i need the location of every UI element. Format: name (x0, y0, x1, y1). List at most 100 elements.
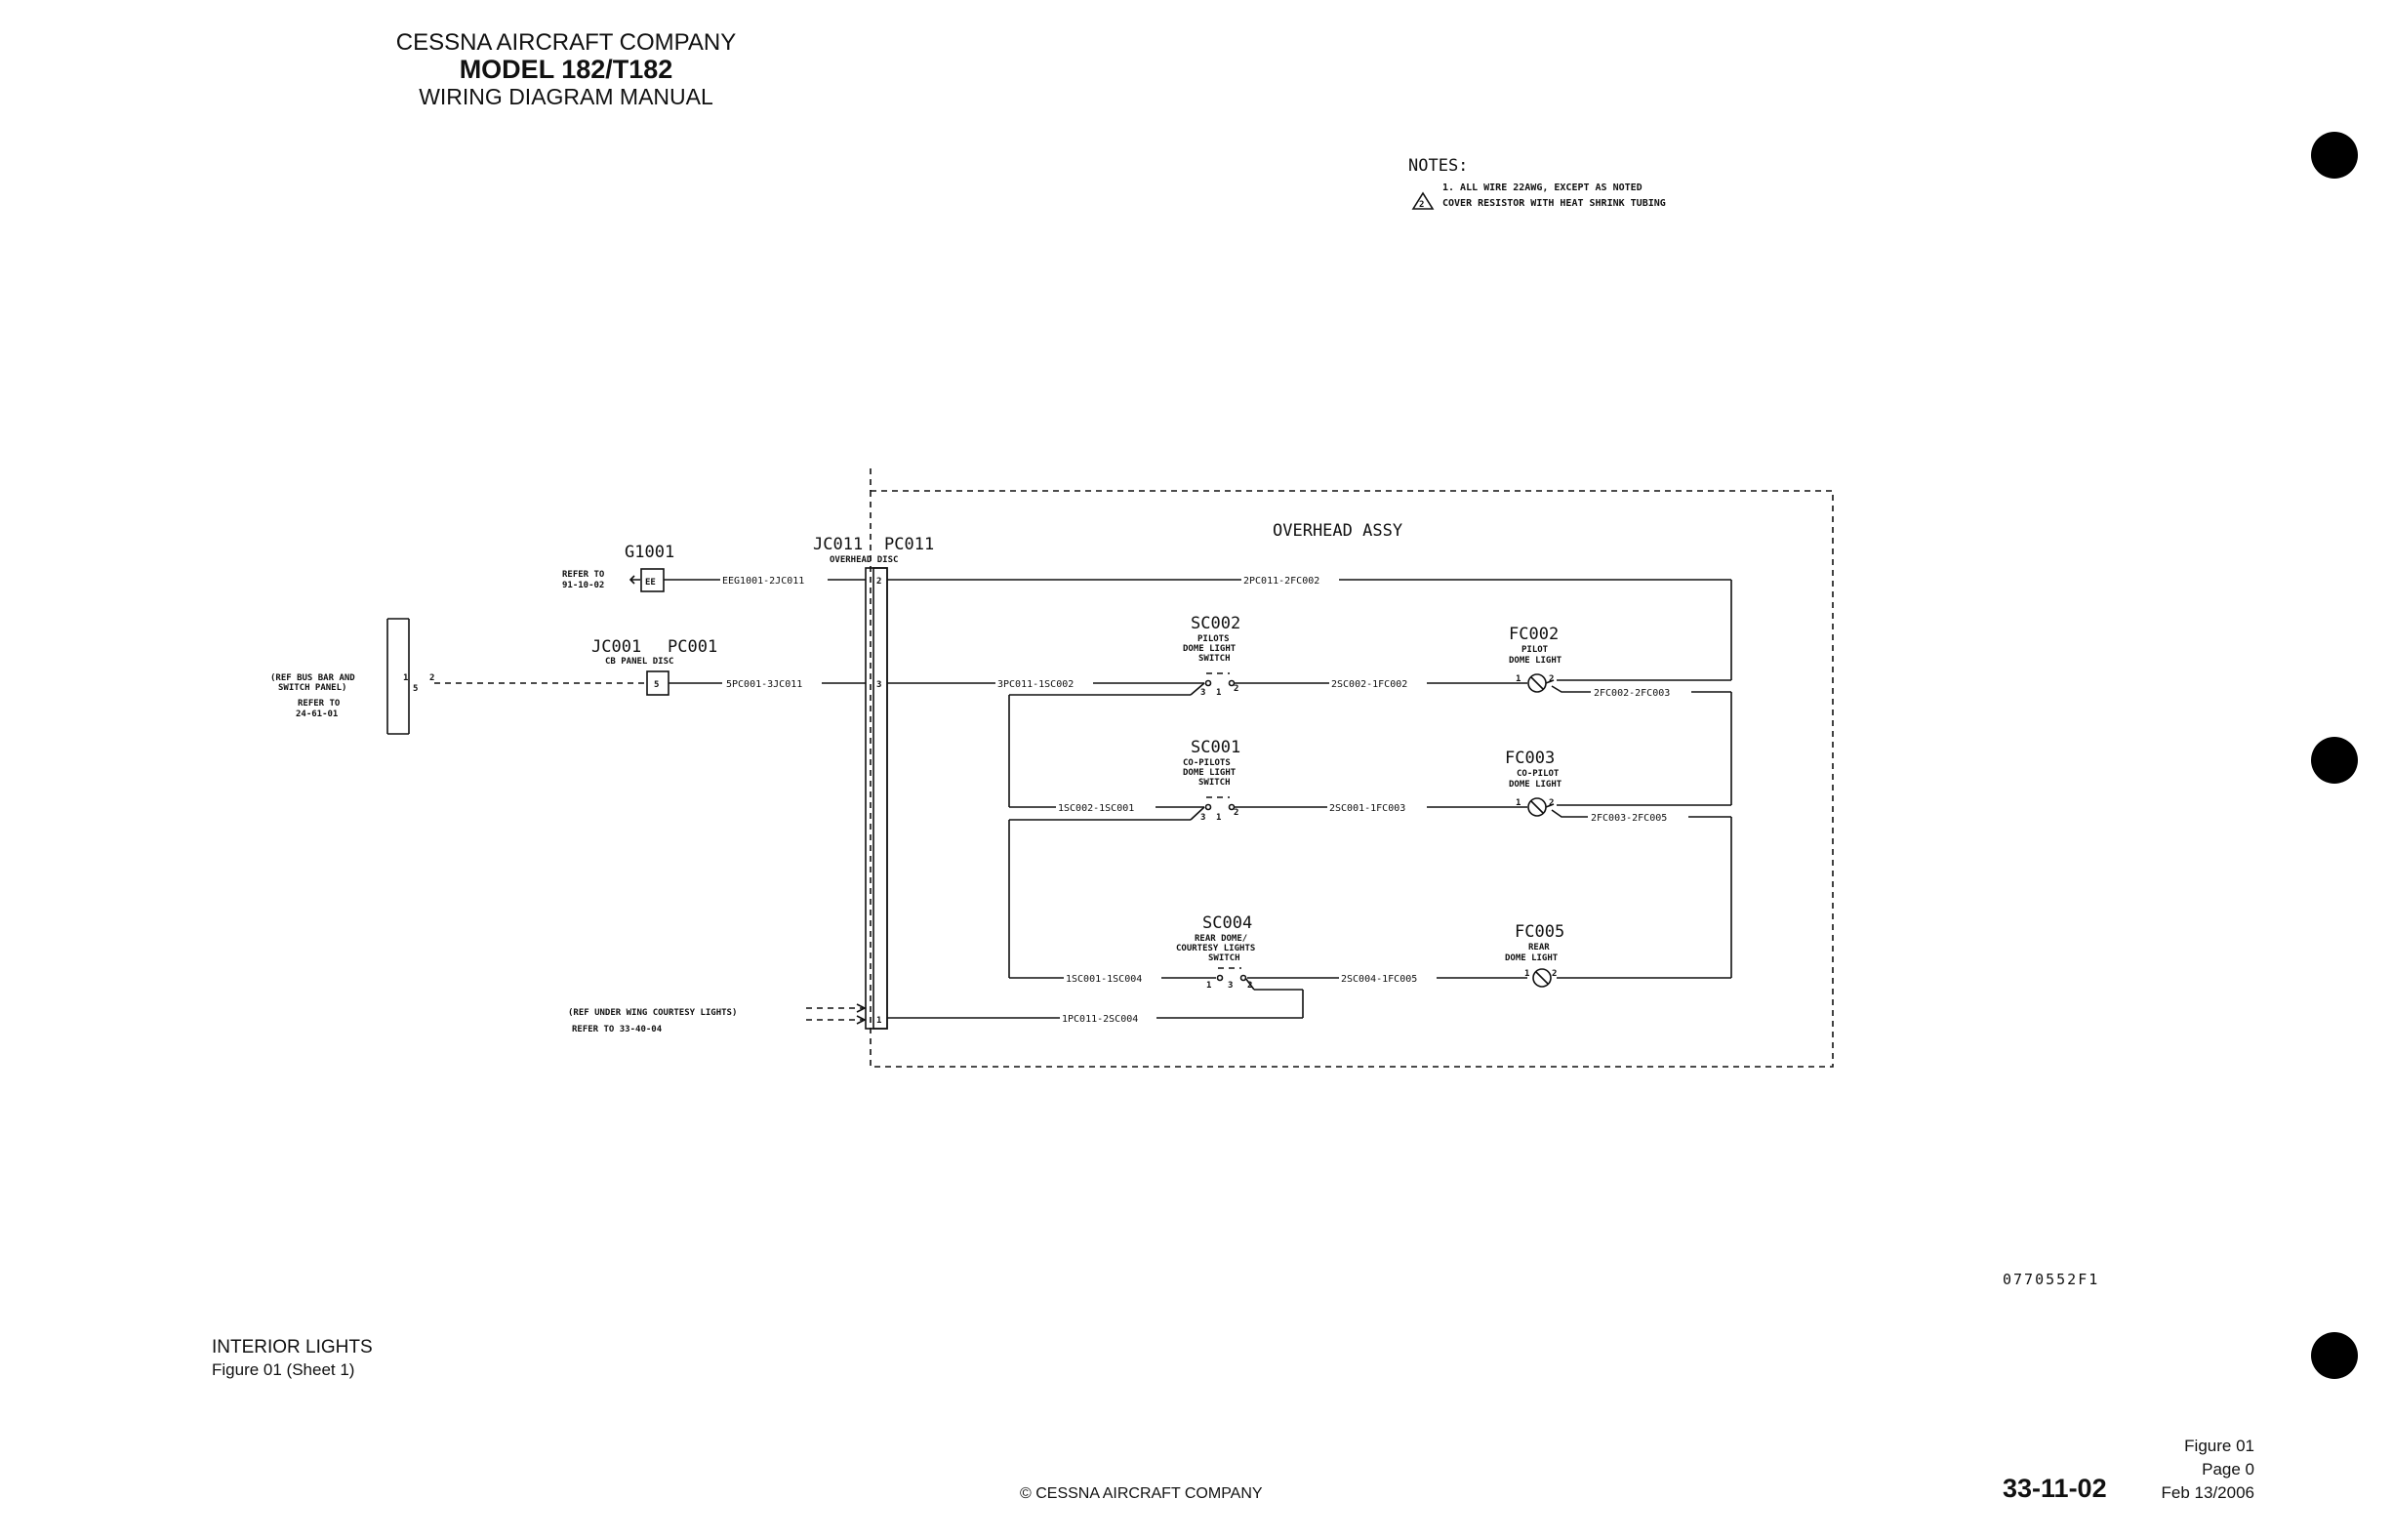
jc001-pin: 5 (654, 680, 659, 690)
g1001-label: G1001 (625, 543, 674, 562)
figure-sheet: Figure 01 (Sheet 1) (212, 1360, 355, 1379)
svg-text:1: 1 (1216, 813, 1221, 823)
svg-text:CO-PILOT: CO-PILOT (1517, 769, 1560, 779)
svg-text:DOME LIGHT: DOME LIGHT (1509, 656, 1562, 666)
ref-g1001-line2: 91-10-02 (562, 581, 604, 590)
ref-bus-line3: REFER TO (298, 699, 341, 709)
binder-hole-bottom (2311, 1332, 2358, 1379)
svg-text:1: 1 (1206, 981, 1211, 991)
revision-date: Feb 13/2006 (2161, 1483, 2254, 1502)
overhead-assy-boundary (870, 490, 1834, 1068)
ref-bus-line4: 24-61-01 (296, 709, 338, 719)
page-number: Page 0 (2202, 1460, 2254, 1479)
fc003-label: FC003 (1505, 749, 1555, 768)
copyright: © CESSNA AIRCRAFT COMPANY (1020, 1485, 1263, 1502)
svg-text:DOME LIGHT: DOME LIGHT (1183, 768, 1237, 778)
ref-wing-line1: (REF UNDER WING COURTESY LIGHTS) (568, 1008, 737, 1018)
svg-text:REAR DOME/: REAR DOME/ (1195, 934, 1247, 944)
svg-text:2: 2 (1247, 981, 1252, 991)
wire-1pc011-2sc004: 1PC011-2SC004 (1062, 1014, 1138, 1025)
overhead-assy-label: OVERHEAD ASSY (1273, 521, 1402, 541)
wire-2sc004-1fc005: 2SC004-1FC005 (1341, 974, 1417, 985)
connector-pin-mid: 3 (876, 680, 881, 690)
sc004-label: SC004 (1202, 913, 1252, 933)
ref-bus-line1: (REF BUS BAR AND (270, 673, 355, 683)
svg-text:PILOTS: PILOTS (1197, 634, 1230, 644)
svg-text:COURTESY LIGHTS: COURTESY LIGHTS (1176, 944, 1255, 953)
svg-text:1: 1 (1216, 688, 1221, 698)
company-name: CESSNA AIRCRAFT COMPANY (395, 29, 737, 56)
wing-ref-arrow-icon (856, 1003, 867, 1013)
fc005-label: FC005 (1515, 922, 1564, 942)
svg-text:3: 3 (1200, 688, 1205, 698)
note-2-marker: 2 (1419, 200, 1424, 210)
svg-text:3: 3 (1228, 981, 1233, 991)
figure-title: INTERIOR LIGHTS (212, 1337, 373, 1358)
wire-eeg1001-2jc011: EEG1001-2JC011 (722, 576, 804, 587)
svg-text:SWITCH: SWITCH (1208, 953, 1240, 963)
wire-1sc002-1sc001: 1SC002-1SC001 (1058, 803, 1134, 814)
fc002-label: FC002 (1509, 625, 1559, 644)
svg-text:SWITCH: SWITCH (1198, 778, 1231, 788)
wire-2sc002-1fc002: 2SC002-1FC002 (1331, 679, 1407, 690)
document-number: 33-11-02 (2003, 1474, 2107, 1503)
note-triangle-icon (1411, 191, 1435, 210)
manual-title: WIRING DIAGRAM MANUAL (419, 84, 713, 109)
wire-2fc003-2fc005: 2FC003-2FC005 (1591, 813, 1667, 824)
ref-g1001-line1: REFER TO (562, 570, 605, 580)
binder-hole-middle (2311, 737, 2358, 784)
bus-bar-connector: 1 5 2 (403, 673, 434, 694)
wire-2sc001-1fc003: 2SC001-1FC003 (1329, 803, 1405, 814)
svg-text:DOME LIGHT: DOME LIGHT (1183, 644, 1237, 654)
notes-title: NOTES: (1408, 156, 1469, 176)
wire-2fc002-2fc003: 2FC002-2FC003 (1594, 688, 1670, 699)
svg-text:DOME LIGHT: DOME LIGHT (1505, 953, 1559, 963)
wire-2pc011-2fc002: 2PC011-2FC002 (1243, 576, 1319, 587)
wire-1sc001-1sc004: 1SC001-1SC004 (1066, 974, 1142, 985)
svg-text:1: 1 (1516, 798, 1521, 808)
overhead-disconnect-connector (865, 567, 888, 1030)
sc002-switch: 3 1 2 (1190, 672, 1238, 698)
ref-bus-line2: SWITCH PANEL) (278, 683, 346, 693)
jc001-label: JC001 (591, 637, 641, 657)
note-2: COVER RESISTOR WITH HEAT SHRINK TUBING (1442, 198, 1666, 209)
svg-text:DOME LIGHT: DOME LIGHT (1509, 780, 1562, 790)
figure-ref: Figure 01 (2184, 1437, 2254, 1455)
drawing-number: 0770552F1 (2003, 1271, 2100, 1288)
pc001-label: PC001 (668, 637, 717, 657)
pc011-label: PC011 (884, 535, 934, 554)
g1001-arrow-icon (629, 575, 640, 585)
svg-text:3: 3 (1200, 813, 1205, 823)
model-title: MODEL 182/T182 (459, 55, 673, 84)
jc011-label: JC011 (813, 535, 863, 554)
overhead-disc-label: OVERHEAD DISC (830, 555, 898, 565)
svg-text:2: 2 (1552, 969, 1557, 979)
svg-text:2: 2 (429, 673, 434, 683)
connector-pin-bot: 1 (876, 1016, 881, 1026)
sc001-switch: 3 1 2 (1190, 796, 1238, 823)
note-1: 1. ALL WIRE 22AWG, EXCEPT AS NOTED (1442, 182, 1643, 193)
wire-5pc001-3jc011: 5PC001-3JC011 (726, 679, 802, 690)
sc004-switch: 1 3 2 (1206, 967, 1255, 991)
svg-text:1: 1 (1516, 674, 1521, 684)
wire-3pc011-1sc002: 3PC011-1SC002 (997, 679, 1074, 690)
svg-text:2: 2 (1234, 684, 1238, 694)
fc005-dome-light: 1 2 (1524, 968, 1557, 988)
svg-text:2: 2 (1549, 674, 1554, 684)
connector-pin-top: 2 (876, 577, 881, 587)
svg-text:2: 2 (1549, 798, 1554, 808)
svg-text:REAR: REAR (1528, 943, 1550, 952)
sc002-label: SC002 (1191, 614, 1240, 633)
svg-text:2: 2 (1234, 808, 1238, 818)
ref-wing-line2: REFER TO 33-40-04 (572, 1025, 663, 1034)
sc001-label: SC001 (1191, 738, 1240, 757)
g1001-pin: EE (645, 578, 656, 588)
svg-text:5: 5 (413, 684, 418, 694)
svg-text:SWITCH: SWITCH (1198, 654, 1231, 664)
svg-text:PILOT: PILOT (1521, 645, 1549, 655)
cb-panel-disc-label: CB PANEL DISC (605, 657, 673, 667)
binder-hole-top (2311, 132, 2358, 179)
svg-text:CO-PILOTS: CO-PILOTS (1183, 758, 1231, 768)
svg-text:1: 1 (403, 673, 408, 683)
